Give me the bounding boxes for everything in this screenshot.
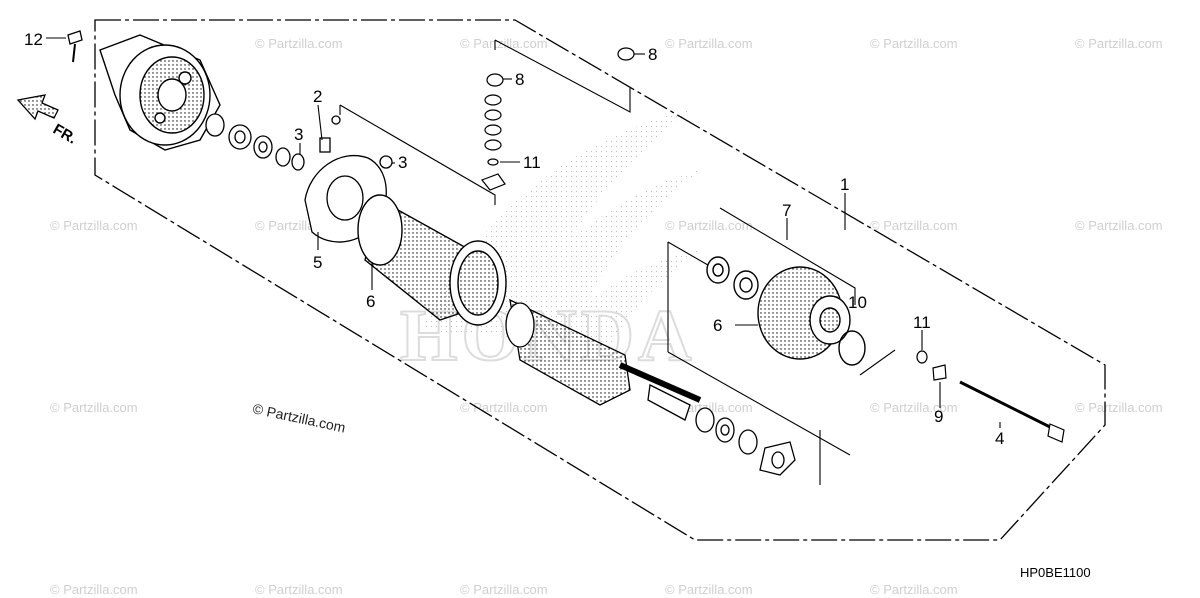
watermark: © Partzilla.com — [460, 36, 548, 51]
front-cover — [99, 34, 221, 151]
stator-group-box — [339, 39, 896, 485]
watermark-grid: © Partzilla.com © Partzilla.com © Partzi… — [50, 36, 1163, 597]
direction-arrow: FR. — [16, 94, 79, 148]
callout-6: 6 — [366, 292, 375, 311]
screw — [67, 30, 83, 63]
watermark: © Partzilla.com — [50, 218, 138, 233]
watermark: © Partzilla.com — [870, 582, 958, 597]
watermark: © Partzilla.com — [870, 218, 958, 233]
watermark: © Partzilla.com — [665, 218, 753, 233]
callout-10: 10 — [848, 293, 867, 312]
watermark: © Partzilla.com — [870, 36, 958, 51]
watermark: © Partzilla.com — [870, 400, 958, 415]
diagram-code: HP0BE1100 — [1020, 565, 1091, 580]
callout-4: 4 — [995, 429, 1004, 448]
callouts: 12 8 8 11 2 3 3 5 6 1 7 10 6 11 9 4 — [24, 30, 1004, 448]
watermark: © Partzilla.com — [460, 400, 548, 415]
yoke — [357, 194, 507, 326]
callout-8: 8 — [648, 45, 657, 64]
watermark: © Partzilla.com — [1075, 218, 1163, 233]
watermark: © Partzilla.com — [255, 582, 343, 597]
callout-3: 3 — [294, 125, 303, 144]
callout-7: 7 — [782, 201, 791, 220]
watermark: © Partzilla.com — [1075, 36, 1163, 51]
callout-11: 11 — [913, 313, 931, 332]
watermark: © Partzilla.com — [255, 36, 343, 51]
rear-washers — [695, 407, 796, 476]
front-washers — [205, 113, 305, 171]
partzilla-credit: © Partzilla.com — [251, 400, 347, 435]
callout-3: 3 — [398, 153, 407, 172]
callout-9: 9 — [934, 407, 943, 426]
armature — [505, 298, 702, 421]
watermark: © Partzilla.com — [460, 582, 548, 597]
callout-1: 1 — [840, 175, 849, 194]
callout-12: 12 — [24, 30, 43, 49]
assembly-frame — [94, 19, 1106, 541]
watermark: © Partzilla.com — [665, 36, 753, 51]
direction-label: FR. — [50, 121, 79, 148]
watermark: © Partzilla.com — [50, 582, 138, 597]
callout-2: 2 — [313, 87, 322, 106]
rear-cover — [706, 256, 866, 366]
callout-11: 11 — [523, 153, 541, 172]
callout-8: 8 — [515, 70, 524, 89]
terminal-hardware — [481, 47, 635, 191]
leader-lines — [46, 37, 1001, 428]
callout-6: 6 — [713, 316, 722, 335]
rear-hardware — [916, 350, 1065, 443]
watermark: © Partzilla.com — [50, 400, 138, 415]
watermark: © Partzilla.com — [1075, 400, 1163, 415]
callout-5: 5 — [313, 253, 322, 272]
watermark: © Partzilla.com — [665, 582, 753, 597]
